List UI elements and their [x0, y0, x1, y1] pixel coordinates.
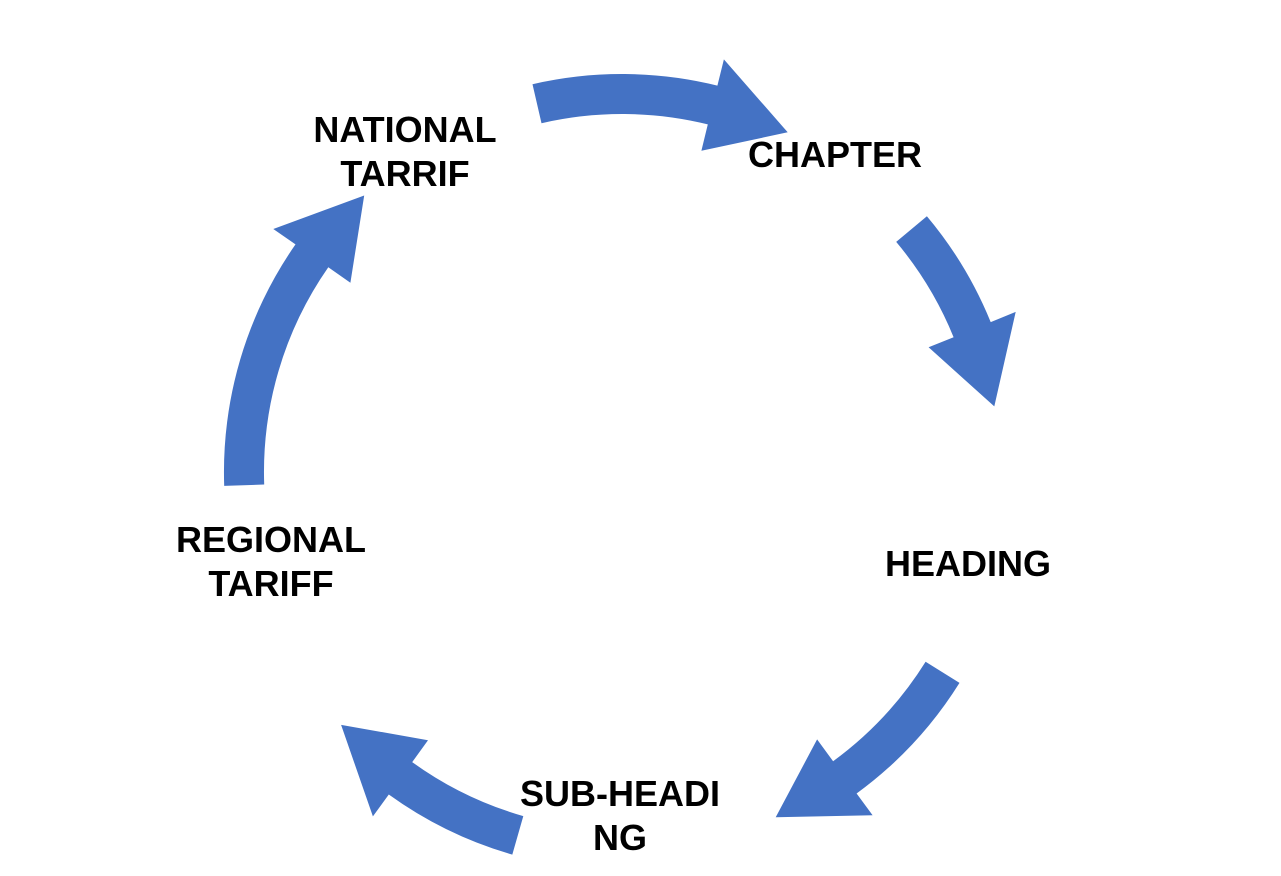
- node-regional-tariff-line-1: REGIONAL: [175, 519, 366, 560]
- node-chapter: CHAPTER: [710, 133, 960, 177]
- node-regional-tariff-line-2: TARIFF: [208, 563, 334, 604]
- arrows-layer: [223, 59, 1016, 855]
- curved-arrow-icon: [341, 724, 524, 855]
- node-heading-line-1: HEADING: [884, 543, 1051, 584]
- curved-arrow-icon: [896, 216, 1016, 407]
- node-sub-heading-line-1: SUB-HEADI: [519, 773, 720, 814]
- node-national-tarrif: NATIONAL TARRIF: [280, 108, 530, 196]
- curved-arrow-icon: [223, 195, 365, 486]
- curved-arrow-icon: [775, 661, 960, 818]
- node-sub-heading: SUB-HEADI NG: [495, 772, 745, 860]
- node-regional-tariff: REGIONAL TARIFF: [146, 518, 396, 606]
- node-national-tarrif-line-1: NATIONAL: [313, 109, 497, 150]
- node-chapter-line-1: CHAPTER: [747, 134, 922, 175]
- node-national-tarrif-line-2: TARRIF: [340, 153, 470, 194]
- node-sub-heading-line-2: NG: [593, 817, 647, 858]
- curved-arrow-icon: [532, 59, 788, 151]
- node-heading: HEADING: [843, 542, 1093, 586]
